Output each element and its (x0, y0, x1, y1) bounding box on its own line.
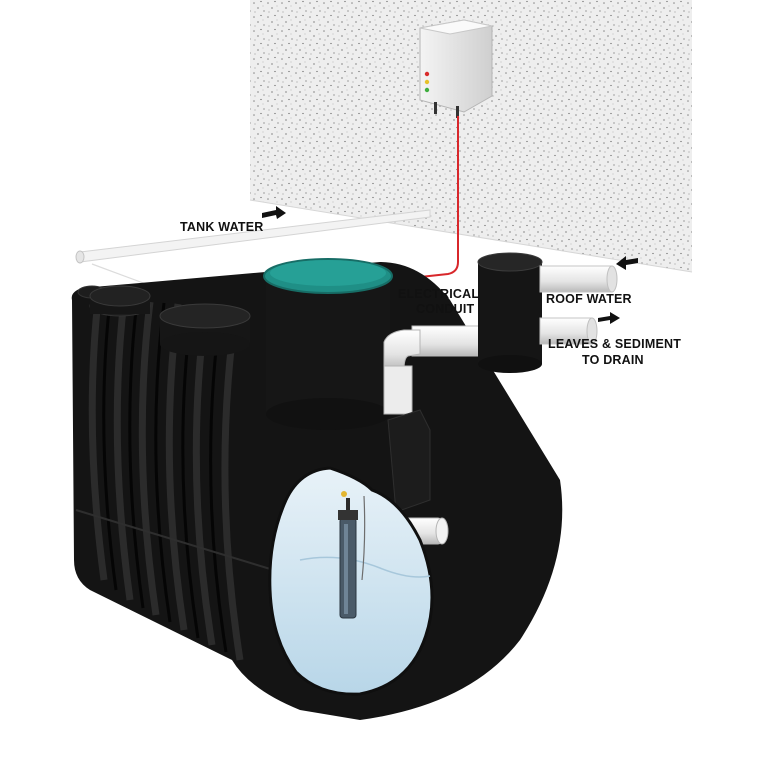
tank-water-label: TANK WATER (180, 220, 263, 234)
leaves-sediment-label-line2: TO DRAIN (582, 353, 644, 367)
pump-controller-box (419, 19, 493, 118)
leaves-arrow-icon (598, 312, 620, 324)
arrows (262, 206, 638, 324)
tank-water-arrow-icon (262, 206, 286, 219)
leaves-sediment-label-line1: LEAVES & SEDIMENT (548, 337, 681, 351)
status-light-yellow-icon (424, 79, 430, 85)
status-light-green-icon (424, 87, 430, 93)
roof-water-pipe (539, 265, 618, 293)
submersible-pump (338, 491, 358, 619)
drain-pipe (539, 317, 598, 345)
roof-water-arrow-icon (616, 256, 638, 270)
leaf-filter-canister (477, 252, 543, 373)
roof-water-label: ROOF WATER (546, 292, 632, 306)
wall (249, 0, 693, 273)
tank-cutaway (268, 466, 434, 696)
electrical-conduit-line (391, 116, 459, 281)
electrical-conduit-label-line2: CONDUIT (416, 302, 475, 316)
access-riser (263, 258, 393, 430)
status-light-red-icon (424, 71, 430, 77)
electrical-conduit-label-line1: ELECTRICAL (398, 287, 479, 301)
